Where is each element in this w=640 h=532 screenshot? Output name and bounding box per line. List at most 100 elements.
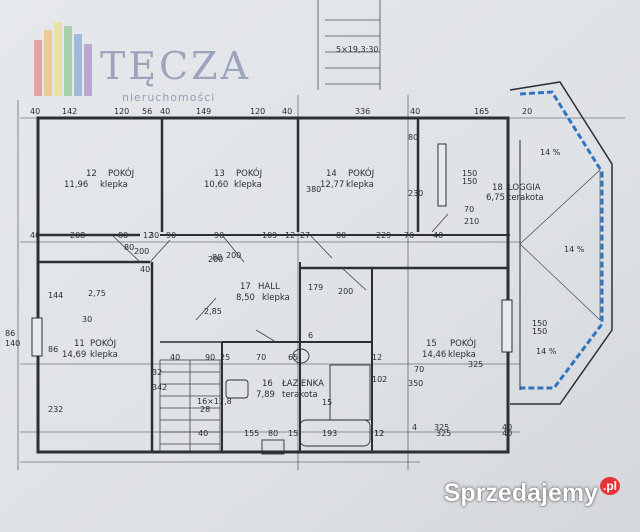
dimension-label: 350 [408, 379, 423, 388]
dimension-label: 140 [5, 339, 20, 348]
dimension-label: 109 [262, 231, 277, 240]
dimension-label: 56 [142, 107, 152, 116]
dimension-label: 40 [502, 423, 512, 432]
svg-text:12,77: 12,77 [320, 180, 344, 190]
dimension-label: 65 [288, 353, 298, 362]
dimension-label: 150 [532, 327, 547, 336]
svg-text:POKÓJ: POKÓJ [348, 167, 374, 179]
dimension-label: 80 [118, 231, 128, 240]
dimension-label: 90 [214, 231, 224, 240]
dimension-label: 40 [170, 353, 180, 362]
watermark-name: TĘCZA [100, 44, 252, 88]
dimension-label: 40 [140, 265, 150, 274]
dimension-label: 25 [220, 353, 230, 362]
staircase [159, 359, 221, 453]
dimension-label: 120 [114, 107, 129, 116]
dimension-label: 380 [306, 185, 321, 194]
dimension-label: 229 [376, 231, 391, 240]
dimension-label: 30 [82, 315, 92, 324]
svg-text:15: 15 [426, 339, 437, 349]
svg-text:8,50: 8,50 [236, 293, 255, 303]
dimension-label: 70 [414, 365, 424, 374]
dimension-label: 336 [355, 107, 370, 116]
windows [31, 143, 513, 357]
dimension-label: 200 [134, 247, 149, 256]
dimension-label: 80 [268, 429, 278, 438]
dimension-label: 149 [196, 107, 211, 116]
dimension-label: 15 [322, 398, 332, 407]
brand-text: Sprzedajemy [443, 479, 598, 507]
loggia [509, 81, 613, 405]
dimension-label: 2,75 [88, 289, 106, 298]
dimension-label: 32 [152, 368, 162, 377]
room-label-12: 12 11,96 POKÓJ klepka [64, 167, 134, 190]
dimension-label: 40 [410, 107, 420, 116]
dimension-label: 40 [160, 107, 170, 116]
dimension-label: 325 [434, 423, 449, 432]
dimension-label: 70 [256, 353, 266, 362]
svg-text:16: 16 [262, 379, 273, 389]
dimension-label: 80 [408, 133, 418, 142]
dimension-label: 4 [412, 423, 417, 432]
svg-text:12: 12 [86, 169, 97, 179]
dimension-label: 200 [208, 255, 223, 264]
dimension-label: 342 [152, 383, 167, 392]
dimension-label: 27 [300, 231, 310, 240]
dimension-label: 155 [244, 429, 259, 438]
room-label-13: 13 10,60 POKÓJ klepka [204, 167, 262, 190]
dimension-label: 179 [308, 283, 323, 292]
dimension-label: 2,85 [204, 307, 222, 316]
rainbow-logo [34, 22, 92, 96]
room-label-17: 17 8,50 HALL klepka [236, 282, 290, 303]
svg-text:terakota: terakota [508, 193, 544, 203]
stair-sketch-top [317, 0, 381, 90]
dimension-label: 150 [532, 319, 547, 328]
svg-text:klepka: klepka [234, 180, 262, 190]
svg-text:klepka: klepka [448, 350, 476, 360]
svg-text:14: 14 [326, 169, 337, 179]
svg-text:terakota: terakota [282, 390, 318, 400]
room-label-15: 15 14,46 POKÓJ klepka [422, 337, 476, 360]
dimension-label: 150 [462, 177, 477, 186]
dimension-label: 150 [462, 169, 477, 178]
dimension-label: 12 [372, 353, 382, 362]
dimension-label: 40 [433, 231, 443, 240]
dimension-label: 102 [372, 375, 387, 384]
bathroom-fixtures [225, 348, 371, 455]
dimension-label: 200 [226, 251, 241, 260]
room-label-18: 18 6,75 LOGGIA terakota [486, 183, 544, 203]
svg-text:11,96: 11,96 [64, 180, 88, 190]
dimension-label: 200 [338, 287, 353, 296]
walls [36, 116, 510, 454]
svg-text:POKÓJ: POKÓJ [90, 337, 116, 349]
dimension-label: 40 [282, 107, 292, 116]
dimension-label: 28 [200, 405, 210, 414]
svg-text:18: 18 [492, 183, 503, 193]
svg-text:11: 11 [74, 339, 85, 349]
dimension-label: 70 [464, 205, 474, 214]
svg-text:17: 17 [240, 282, 251, 292]
svg-text:klepka: klepka [100, 180, 128, 190]
svg-text:14,46: 14,46 [422, 350, 446, 360]
dimension-label: 12 [285, 231, 295, 240]
room-label-11: 11 14,69 POKÓJ klepka [62, 337, 118, 360]
dimension-label: 208 [70, 231, 85, 240]
svg-text:klepka: klepka [346, 180, 374, 190]
dimension-label: 86 [48, 345, 58, 354]
dimension-label: 40 [198, 429, 208, 438]
dimension-label: 40 [502, 429, 512, 438]
brand-logo[interactable]: Sprzedajemy.pl [443, 477, 620, 508]
watermark-subtitle: nieruchomości [122, 91, 216, 104]
dimension-label: 40 [30, 231, 40, 240]
room-label-14: 14 12,77 POKÓJ klepka [320, 167, 374, 190]
dimension-label: 80 [336, 231, 346, 240]
svg-text:6,75: 6,75 [486, 193, 505, 203]
dimension-label: 232 [48, 405, 63, 414]
